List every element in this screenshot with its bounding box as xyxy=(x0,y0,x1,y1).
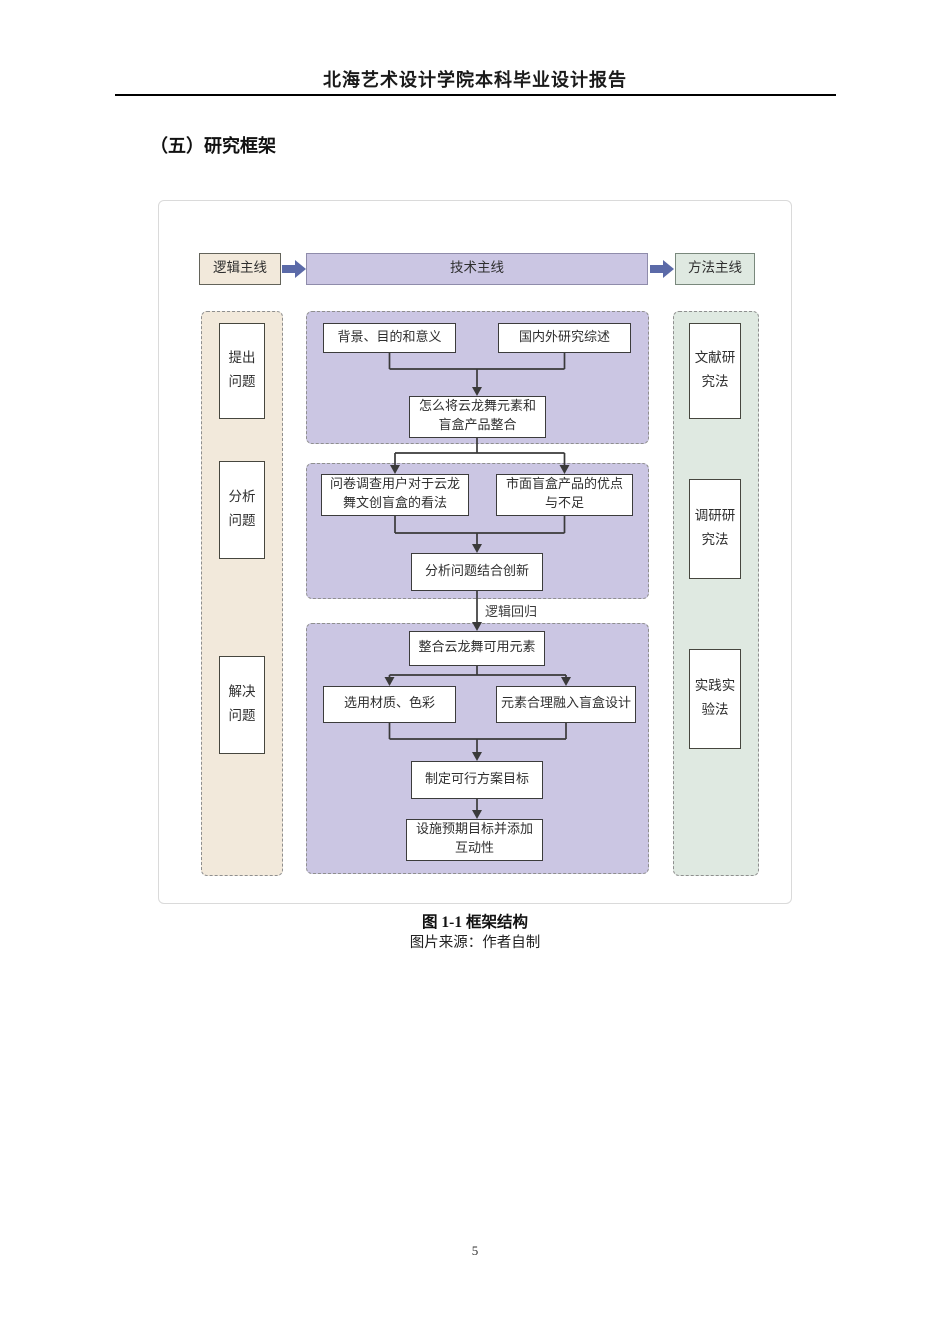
method-column xyxy=(673,311,759,876)
report-header-title: 北海艺术设计学院本科毕业设计报告 xyxy=(323,70,627,90)
method-practice: 实践实验法 xyxy=(689,649,741,749)
method-survey: 调研研究法 xyxy=(689,479,741,579)
flow-box-element-design: 元素合理融入盲盒设计 xyxy=(496,686,636,723)
method-literature: 文献研究法 xyxy=(689,323,741,419)
flow-box-integration-question: 怎么将云龙舞元素和盲盒产品整合 xyxy=(409,396,546,438)
flow-box-feasible-plan: 制定可行方案目标 xyxy=(411,761,543,799)
main-line-method-box: 方法主线 xyxy=(675,253,755,285)
flow-box-material-color: 选用材质、色彩 xyxy=(323,686,456,723)
main-line-logic-box: 逻辑主线 xyxy=(199,253,281,285)
logic-step-raise: 提出问题 xyxy=(219,323,265,419)
flow-box-background: 背景、目的和意义 xyxy=(323,323,456,353)
flow-box-market-pros-cons: 市面盲盒产品的优点与不足 xyxy=(496,474,633,516)
right-arrow-icon xyxy=(650,260,674,278)
logic-step-analyze: 分析问题 xyxy=(219,461,265,559)
section-title: （五）研究框架 xyxy=(150,136,276,156)
header-rule xyxy=(115,94,836,96)
flow-box-integrate-elements: 整合云龙舞可用元素 xyxy=(409,631,545,666)
figure-source: 图片来源：作者自制 xyxy=(409,935,541,951)
figure-caption: 图 1-1 框架结构 xyxy=(422,914,528,931)
connector-lines xyxy=(384,353,571,819)
logic-step-solve: 解决问题 xyxy=(219,656,265,754)
framework-figure: 逻辑主线 技术主线 方法主线 xyxy=(158,200,792,904)
flow-box-review: 国内外研究综述 xyxy=(498,323,631,353)
main-line-tech-box: 技术主线 xyxy=(306,253,648,285)
page-number: 5 xyxy=(471,1243,479,1258)
logic-regression-label: 逻辑回归 xyxy=(485,605,538,620)
flow-box-expected-goal: 设施预期目标并添加互动性 xyxy=(406,819,543,861)
flow-box-questionnaire: 问卷调查用户对于云龙舞文创盲盒的看法 xyxy=(321,474,469,516)
flow-box-analyze-innovate: 分析问题结合创新 xyxy=(411,553,543,591)
framework-diagram: 逻辑主线 技术主线 方法主线 xyxy=(159,201,791,903)
right-arrow-icon xyxy=(282,260,306,278)
